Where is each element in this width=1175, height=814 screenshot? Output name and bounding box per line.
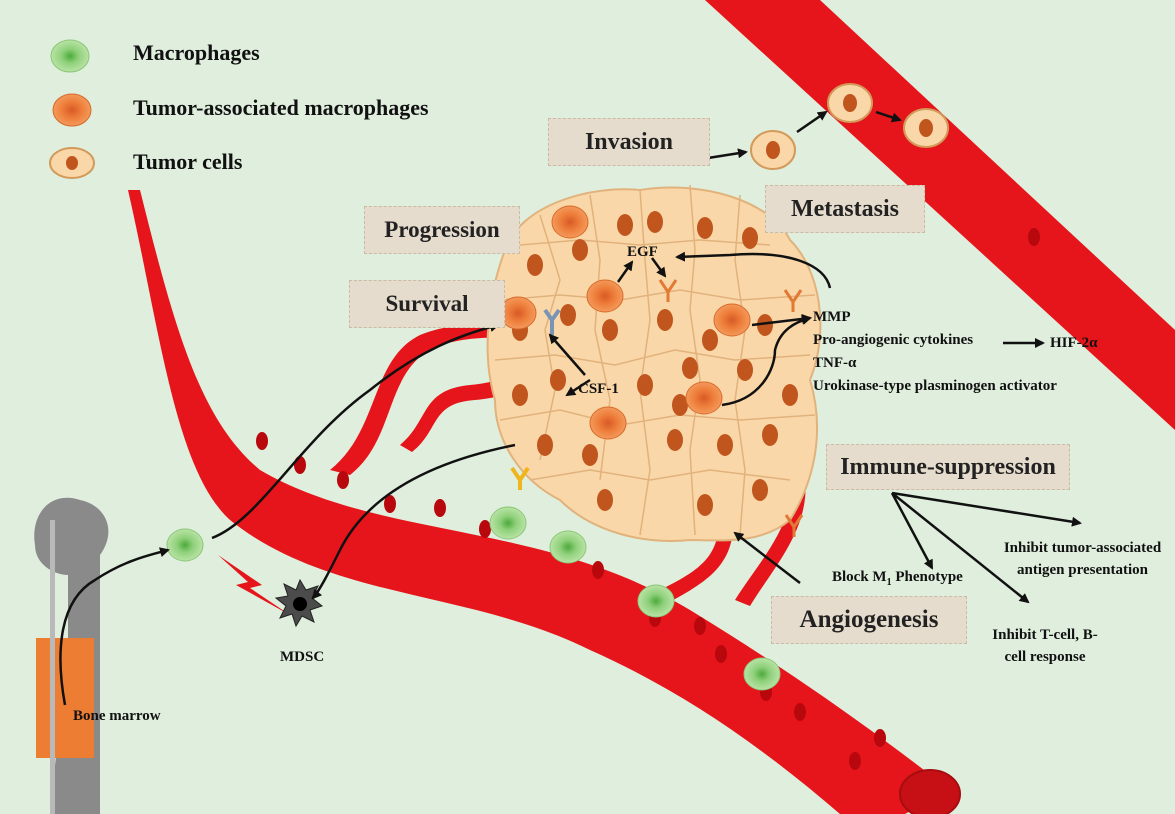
legend-macrophage-icon <box>51 40 89 72</box>
inhibit-tb-label: Inhibit T-cell, B- cell response <box>975 624 1115 668</box>
marrow-macrophage <box>167 529 203 561</box>
block-m1-label: Block M1 Phenotype <box>832 569 963 588</box>
inhibit-antigen-label: Inhibit tumor-associated antigen present… <box>990 537 1175 581</box>
legend-tam-label: Tumor-associated macrophages <box>133 95 429 121</box>
legend-icons <box>50 40 94 178</box>
hif2a-label: HIF-2α <box>1050 335 1098 352</box>
legend-macrophages-label: Macrophages <box>133 40 260 66</box>
csf1-label: CSF-1 <box>578 381 619 398</box>
pro-angiogenic-label: Pro-angiogenic cytokines <box>813 332 973 349</box>
legend-tam-icon <box>53 94 91 126</box>
vessel-end <box>900 770 960 814</box>
mdsc-label: MDSC <box>280 649 324 666</box>
bone-marrow-label: Bone marrow <box>73 708 161 725</box>
tnfa-label: TNF-α <box>813 355 856 372</box>
immune-suppression-label: Immune-suppression <box>826 444 1070 490</box>
metastasis-label: Metastasis <box>765 185 925 233</box>
invasion-label: Invasion <box>548 118 710 166</box>
legend-tumor-cells-label: Tumor cells <box>133 149 242 175</box>
upa-label: Urokinase-type plasminogen activator <box>813 378 1057 395</box>
progression-label: Progression <box>364 206 520 254</box>
angiogenesis-label: Angiogenesis <box>771 596 967 644</box>
mmp-label: MMP <box>813 309 850 326</box>
survival-label: Survival <box>349 280 505 328</box>
egf-label: EGF <box>627 244 658 261</box>
